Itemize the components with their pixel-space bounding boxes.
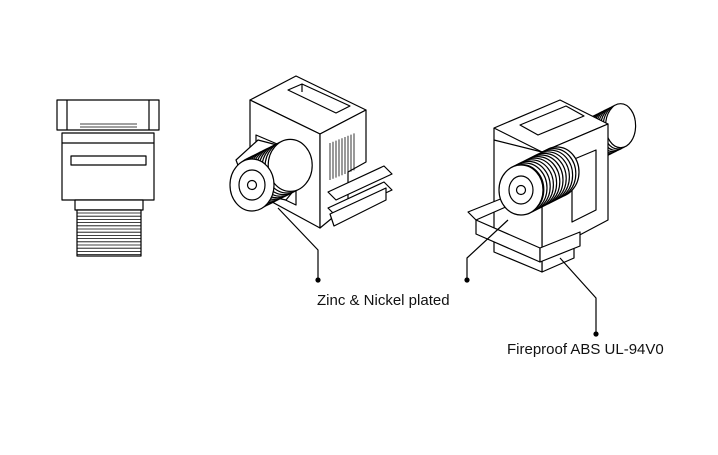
leader-abs-right <box>559 257 599 337</box>
rear-thread <box>329 133 355 180</box>
bottom-thread <box>77 212 141 256</box>
side-view-keystone <box>56 99 160 257</box>
leader-zinc <box>277 207 321 283</box>
rear-iso-keystone <box>467 99 637 273</box>
leader-abs-left <box>464 219 509 283</box>
front-iso-keystone <box>229 75 393 229</box>
label-fireproof-abs: Fireproof ABS UL-94V0 <box>507 341 664 358</box>
label-zinc-nickel: Zinc & Nickel plated <box>317 292 450 309</box>
